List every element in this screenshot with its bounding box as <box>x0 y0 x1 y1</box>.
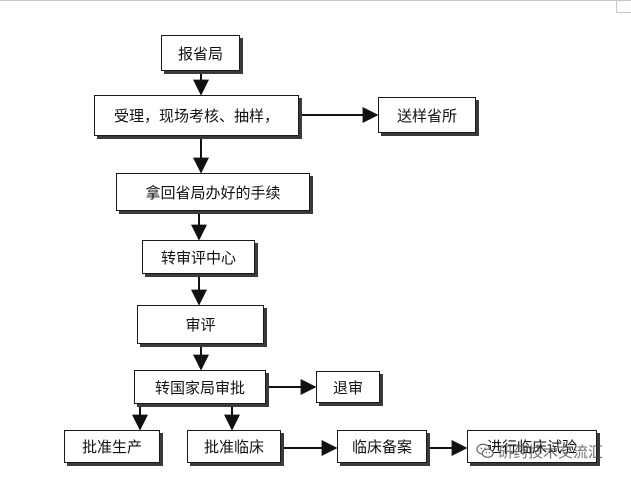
node-reject: 退审 <box>316 371 380 403</box>
node-retrieve-docs: 拿回省局办好的手续 <box>116 173 310 211</box>
node-to-national-bureau: 转国家局审批 <box>134 370 266 404</box>
node-approve-clinical: 批准临床 <box>187 430 281 463</box>
node-report-bureau: 报省局 <box>161 35 240 71</box>
watermark-text: 研药技术交流汇 <box>498 442 604 461</box>
wechat-icon <box>476 443 494 458</box>
node-send-sample: 送样省所 <box>378 97 476 133</box>
node-accept-inspect-sample: 受理，现场考核、抽样， <box>94 95 299 136</box>
watermark: 研药技术交流汇 <box>476 440 626 462</box>
node-review: 审评 <box>137 305 264 344</box>
frame-corner <box>616 0 631 13</box>
node-approve-production: 批准生产 <box>64 430 160 463</box>
node-clinical-record: 临床备案 <box>337 430 427 463</box>
frame-top-border <box>0 0 631 1</box>
node-to-review-center: 转审评中心 <box>142 240 255 274</box>
